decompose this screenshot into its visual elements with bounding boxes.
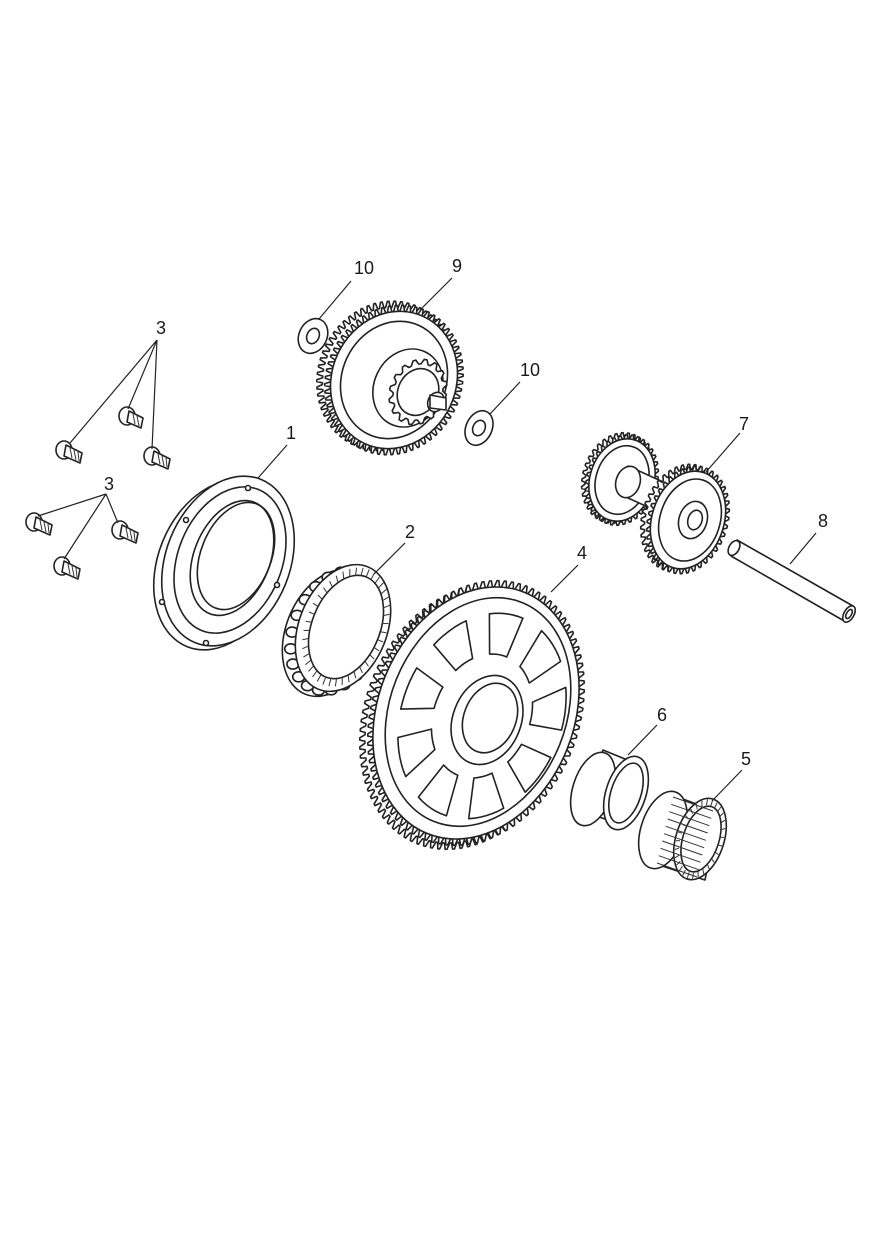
sprag-inner-tick (328, 678, 332, 687)
needle-roller (720, 828, 726, 831)
sprag-inner-tick (377, 582, 384, 589)
sprag-inner-tick (322, 676, 327, 685)
needle-roller (677, 831, 683, 834)
needle-stripe (660, 847, 701, 863)
sprag-inner-tick (302, 645, 309, 650)
sprag-inner-tick (364, 660, 369, 667)
leader-lines (257, 277, 817, 802)
sprag-inner-tick (360, 567, 364, 576)
sprag-inner-tick (312, 670, 318, 678)
part-10-washer-lower (464, 409, 494, 447)
sprag-inner-tick (365, 569, 370, 578)
needle-roller (706, 864, 710, 870)
part-8-shaft (727, 539, 857, 623)
needle-roller (717, 844, 723, 847)
needle-stripe (665, 825, 707, 841)
sprag-inner-tick (353, 671, 357, 679)
sprag-inner-tick (383, 613, 390, 617)
sprag-inner-tick (334, 678, 337, 687)
sprag-inner-tick (329, 580, 333, 588)
sprag-inner-tick (312, 602, 319, 608)
callout-1: 1 (286, 423, 296, 443)
callout-4: 4 (577, 543, 587, 563)
sprag-inner-tick (374, 576, 380, 584)
part-2-sprag-bearing (281, 563, 392, 698)
callout-10-lower: 10 (520, 360, 540, 380)
needle-roller (678, 866, 683, 872)
gear-window (417, 764, 459, 817)
part-7-double-gear (580, 431, 731, 575)
gear-window (528, 686, 567, 731)
sprag-inner-tick (342, 571, 345, 580)
callout-10-upper: 10 (354, 258, 374, 278)
part-4-starter-gear (359, 579, 585, 851)
part-5-needle-bearing (637, 790, 728, 881)
part-6-bush (569, 749, 650, 831)
sprag-inner-tick (308, 611, 315, 615)
callout-9: 9 (452, 256, 462, 276)
sprag-inner-tick (303, 652, 310, 658)
needle-roller (720, 819, 726, 824)
gear-window (507, 743, 552, 793)
callout-8: 8 (818, 511, 828, 531)
needle-roller (686, 872, 690, 879)
part-10-washer-upper (297, 317, 329, 355)
needle-roller (706, 799, 708, 806)
callout-7: 7 (739, 414, 749, 434)
part-3-screws-upper (55, 339, 171, 470)
gear-window (397, 728, 436, 778)
part-1-housing-ring (152, 475, 296, 651)
needle-roller (711, 858, 715, 863)
needle-roller (702, 868, 705, 874)
gear-window (399, 667, 444, 710)
callout-labels: 1 2 3 3 4 5 6 7 8 9 10 10 (104, 256, 828, 769)
callout-2: 2 (405, 522, 415, 542)
sprag-inner-tick (369, 654, 375, 660)
sprag-inner-tick (347, 674, 350, 683)
needle-roller (717, 806, 722, 812)
sprag-inner-tick (305, 620, 312, 623)
needle-stripe (656, 862, 698, 878)
sprag-inner-tick (380, 588, 387, 595)
needle-stripe (671, 803, 712, 819)
sprag-inner-tick (373, 646, 380, 652)
callout-3-lower: 3 (104, 474, 114, 494)
sprag-inner-tick (323, 587, 328, 594)
gear-window (467, 772, 505, 820)
callout-5: 5 (741, 749, 751, 769)
needle-roller (676, 861, 681, 866)
needle-stripe (662, 840, 703, 856)
gear-window (433, 620, 474, 672)
gear-window (519, 629, 562, 684)
needle-roller (674, 847, 680, 850)
callout-3-upper: 3 (156, 318, 166, 338)
sprag-inner-tick (359, 666, 363, 674)
needle-stripe (663, 833, 705, 849)
part-3-screws-lower (25, 493, 139, 580)
needle-stripe (672, 796, 714, 812)
needle-roller (714, 851, 719, 855)
sprag-inner-tick (335, 575, 339, 583)
sprag-inner-tick (382, 596, 389, 602)
gear-window (488, 612, 524, 658)
needle-roller (719, 812, 724, 817)
needle-roller (674, 854, 680, 859)
sprag-inner-tick (317, 594, 323, 600)
sprag-inner-tick (380, 631, 387, 634)
sprag-inner-tick (377, 639, 384, 643)
needle-stripe (667, 818, 708, 834)
sprag-inner-tick (383, 604, 390, 609)
sprag-inner-tick (305, 659, 312, 666)
needle-stripe (669, 811, 710, 827)
callout-6: 6 (657, 705, 667, 725)
sprag-inner-tick (316, 674, 322, 682)
sprag-inner-tick (308, 665, 315, 672)
needle-stripe (658, 855, 699, 871)
sprag-inner-tick (302, 637, 309, 641)
needle-roller (714, 802, 718, 809)
sprag-inner-tick (355, 567, 358, 576)
part-9-idler-gear (316, 300, 464, 456)
